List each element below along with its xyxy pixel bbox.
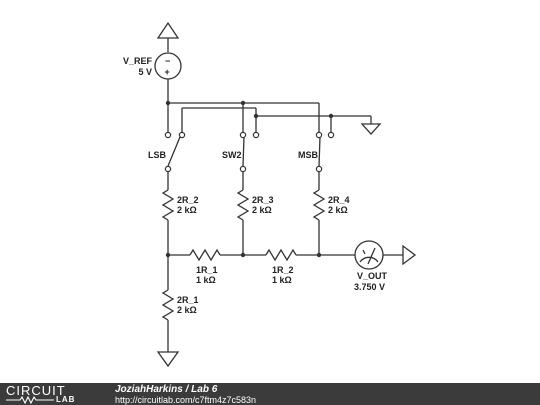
resistor-2r-2-name: 2R_2 (177, 195, 199, 205)
resistor-1r-2-value: 1 kΩ (272, 275, 292, 285)
resistor-2r-2-value: 2 kΩ (177, 205, 197, 215)
switch-msb[interactable] (315, 103, 335, 173)
footer-bar: CIRCUIT LAB JoziahHarkins / Lab 6 http:/… (0, 383, 540, 405)
resistor-2r-1[interactable] (161, 255, 175, 352)
vref-minus-sign: − (165, 56, 170, 66)
resistor-2r-1-name: 2R_1 (177, 295, 199, 305)
vout-ground-symbol (402, 244, 417, 266)
vout-voltmeter[interactable] (354, 240, 384, 270)
footer-title: JoziahHarkins / Lab 6 (115, 384, 217, 395)
switch-lsb[interactable] (164, 103, 186, 173)
vout-value-label: 3.750 V (354, 282, 385, 292)
logo-resistor-icon (6, 396, 54, 404)
vref-plus-sign: + (165, 67, 170, 77)
resistor-1r-1[interactable] (168, 248, 243, 262)
resistor-2r-4-name: 2R_4 (328, 195, 350, 205)
project-link[interactable]: Lab 6 (191, 384, 218, 395)
resistor-1r-1-value: 1 kΩ (196, 275, 216, 285)
logo-lab-text: LAB (56, 395, 76, 404)
resistor-2r-4-value: 2 kΩ (328, 205, 348, 215)
title-separator: / (182, 384, 192, 395)
resistor-2r-4[interactable] (312, 172, 326, 255)
footer-url-link[interactable]: http://circuitlab.com/c7ftm4z7c583n (115, 395, 257, 405)
logo-circuit-text: CIRCUIT (6, 383, 66, 398)
switch-sw2-label: SW2 (222, 150, 242, 160)
resistor-2r-1-value: 2 kΩ (177, 305, 197, 315)
vref-name-label: V_REF (123, 56, 153, 66)
right-ground-symbol (360, 116, 382, 135)
vout-name-label: V_OUT (357, 271, 388, 281)
vref-source[interactable]: − + (154, 52, 182, 80)
circuitlab-logo[interactable]: CIRCUIT LAB (6, 384, 104, 404)
resistor-1r-2-name: 1R_2 (272, 265, 294, 275)
resistor-2r-3-name: 2R_3 (252, 195, 274, 205)
circuit-schematic: − + V_REF 5 V LSB SW2 (123, 21, 417, 368)
switch-sw2[interactable] (239, 103, 260, 173)
resistor-1r-1-name: 1R_1 (196, 265, 218, 275)
resistor-2r-3[interactable] (236, 172, 250, 255)
resistor-2r-2[interactable] (161, 172, 175, 255)
resistor-2r-3-value: 2 kΩ (252, 205, 272, 215)
author-link[interactable]: JoziahHarkins (115, 384, 183, 395)
bottom-ground-symbol (156, 351, 180, 368)
resistor-1r-2[interactable] (243, 248, 319, 262)
ladder-junction-sw2 (240, 252, 246, 258)
top-ground-symbol (156, 21, 180, 52)
vref-value-label: 5 V (138, 67, 152, 77)
switch-msb-label: MSB (298, 150, 319, 160)
switch-lsb-label: LSB (148, 150, 167, 160)
